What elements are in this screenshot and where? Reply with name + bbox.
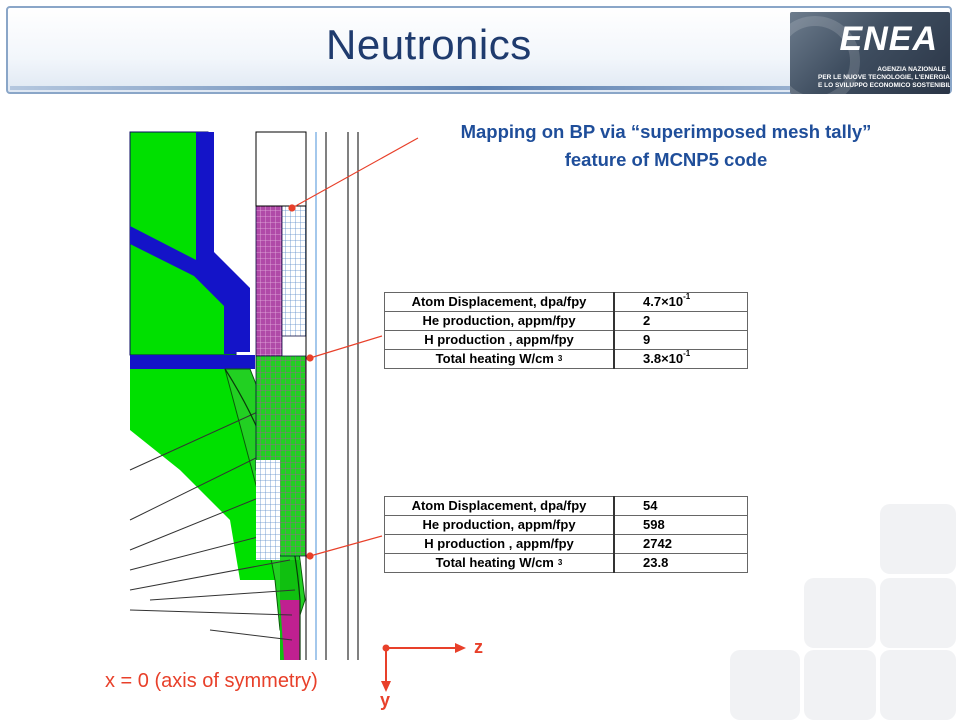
table-row: Atom Displacement, dpa/fpy 54 <box>384 496 748 516</box>
vertical-lines <box>255 131 359 660</box>
background-tile <box>880 650 956 720</box>
coordinate-axes <box>381 643 466 692</box>
value-exponent: -1 <box>683 292 691 301</box>
label-text: Total heating W/cm <box>435 351 554 366</box>
table-row: Atom Displacement, dpa/fpy 4.7×10-1 <box>384 292 748 312</box>
symmetry-axis-label: x = 0 (axis of symmetry) <box>105 670 318 692</box>
background-tile <box>880 578 956 648</box>
table-row: H production , appm/fpy 2742 <box>384 534 748 554</box>
background-tile <box>804 578 876 648</box>
value-exponent: -1 <box>683 349 691 358</box>
row-label: H production , appm/fpy <box>384 534 615 554</box>
enea-logo: ENEA AGENZIA NAZIONALE PER LE NUOVE TECN… <box>790 12 950 94</box>
row-value: 23.8 <box>613 553 748 573</box>
row-label: Atom Displacement, dpa/fpy <box>384 496 615 516</box>
page-title: Neutronics <box>326 21 532 68</box>
blue-structure <box>196 132 250 352</box>
row-label: He production, appm/fpy <box>384 311 615 331</box>
leader-arrows <box>288 137 419 560</box>
logo-tagline-line: AGENZIA NAZIONALE <box>877 66 946 73</box>
label-exponent: 3 <box>557 354 563 363</box>
row-value: 9 <box>613 330 748 350</box>
row-label: H production , appm/fpy <box>384 330 615 350</box>
background-tile <box>730 650 800 720</box>
blue-wall-upper <box>130 226 236 354</box>
y-axis-label: y <box>380 690 391 710</box>
label-exponent: 3 <box>557 558 563 567</box>
results-table-top: Atom Displacement, dpa/fpy 4.7×10-1 He p… <box>384 292 748 369</box>
background-tile <box>804 650 876 720</box>
row-label: Atom Displacement, dpa/fpy <box>384 292 615 312</box>
label-text: Total heating W/cm <box>435 555 554 570</box>
value-text: 4.7×10 <box>643 294 684 309</box>
row-value: 2742 <box>613 534 748 554</box>
mapping-caption: Mapping on BP via “superimposed mesh tal… <box>386 118 946 174</box>
logo-tagline-line: E LO SVILUPPO ECONOMICO SOSTENIBILE <box>818 82 950 89</box>
logo-tagline-line: PER LE NUOVE TECNOLOGIE, L'ENERGIA <box>818 74 950 81</box>
mesh-tally-blue <box>281 205 307 337</box>
value-text: 3.8×10 <box>643 351 684 366</box>
mesh-tally-pink <box>255 205 283 357</box>
caption-line: Mapping on BP via “superimposed mesh tal… <box>460 121 872 142</box>
blue-horizontal-bar <box>130 355 255 369</box>
mesh-tally-lightblue <box>256 460 280 560</box>
row-label: He production, appm/fpy <box>384 515 615 535</box>
logo-tagline: AGENZIA NAZIONALE PER LE NUOVE TECNOLOGI… <box>818 66 950 90</box>
table-row: H production , appm/fpy 9 <box>384 330 748 350</box>
table-row: He production, appm/fpy 598 <box>384 515 748 535</box>
row-value: 598 <box>613 515 748 535</box>
row-value: 54 <box>613 496 748 516</box>
background-tile <box>880 504 956 574</box>
logo-swoosh <box>790 16 860 94</box>
z-axis-label: z <box>474 637 483 657</box>
row-value: 2 <box>613 311 748 331</box>
row-value: 3.8×10-1 <box>613 349 748 369</box>
background-tiles <box>730 500 960 720</box>
table-row: He production, appm/fpy 2 <box>384 311 748 331</box>
caption-line: feature of MCNP5 code <box>564 149 768 170</box>
results-table-bottom: Atom Displacement, dpa/fpy 54 He product… <box>384 496 748 573</box>
logo-wordmark: ENEA <box>839 20 938 58</box>
row-value: 4.7×10-1 <box>613 292 748 312</box>
